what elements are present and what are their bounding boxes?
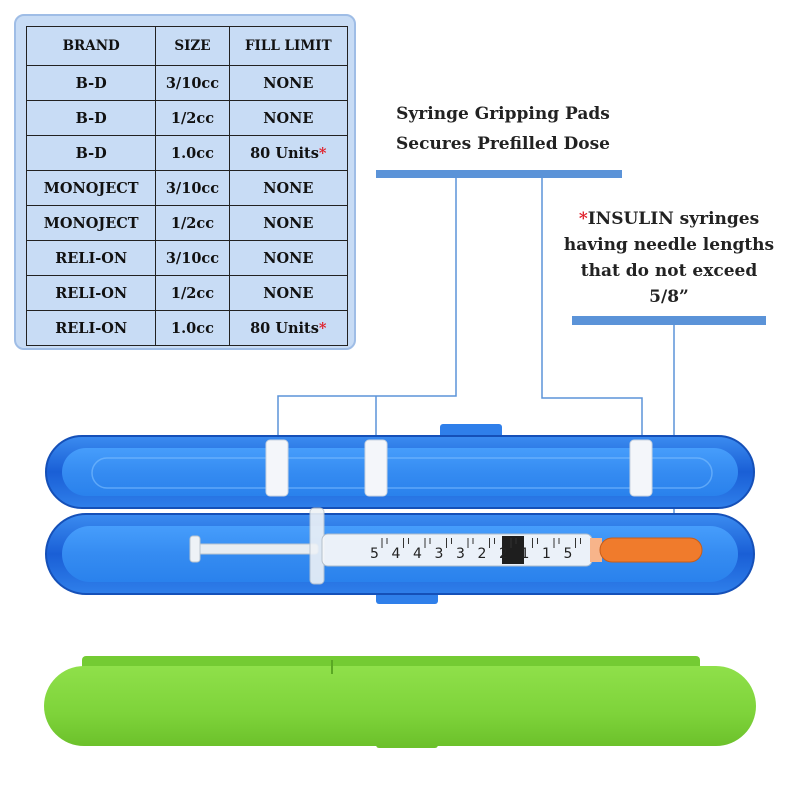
- fill-limit-value: NONE: [263, 179, 314, 197]
- cell-size: 1/2cc: [155, 275, 230, 311]
- syringe-plunger-tip: [502, 536, 524, 564]
- grip-pad-3: [629, 439, 653, 497]
- syringe-scale-number: 1: [542, 546, 551, 562]
- gripping-pads-label: Syringe Gripping Pads: [396, 104, 610, 124]
- insulin-note-text: INSULIN syringes having needle lengths t…: [563, 209, 775, 307]
- cell-fill-limit: NONE: [228, 170, 349, 206]
- fill-limit-star: *: [318, 319, 327, 337]
- header-fill-limit: FILL LIMIT: [228, 26, 349, 66]
- cell-size: 1.0cc: [155, 310, 230, 346]
- cell-size: 1/2cc: [155, 205, 230, 241]
- leader-line-right: [541, 178, 643, 440]
- grip-pad-2: [364, 439, 388, 497]
- syringe-scale-number: 2: [478, 546, 487, 562]
- fill-limit-value: NONE: [263, 214, 314, 232]
- fill-limit-value: NONE: [263, 109, 314, 127]
- syringe-scale-number: 4: [392, 546, 401, 562]
- syringe-scale-number: 5: [564, 546, 573, 562]
- syringe-scale-number: 2: [499, 546, 508, 562]
- syringe-scale-number: 3: [435, 546, 444, 562]
- prefilled-dose-label: Secures Prefilled Dose: [396, 134, 610, 154]
- fill-limit-value: NONE: [263, 284, 314, 302]
- needle-hub: [590, 538, 602, 562]
- cell-brand: RELI-ON: [25, 310, 157, 346]
- fill-limit-star: *: [318, 144, 327, 162]
- cell-fill-limit: NONE: [228, 65, 349, 101]
- syringe-scale-number: 4: [413, 546, 422, 562]
- syringe-scale-number: 1: [521, 546, 530, 562]
- gripping-pads-callout-bar: [376, 170, 622, 178]
- cell-brand: MONOJECT: [25, 205, 157, 241]
- insulin-callout-bar: [572, 316, 766, 325]
- fill-limit-value: 80 Units: [250, 319, 319, 337]
- fill-limit-value: NONE: [263, 74, 314, 92]
- fill-limit-value: NONE: [263, 249, 314, 267]
- leader-line-left: [277, 178, 457, 440]
- fill-limit-value: 80 Units: [250, 144, 319, 162]
- insulin-note-star: *: [578, 209, 588, 229]
- grip-pad-1: [265, 439, 289, 497]
- blue-case-lid: [45, 424, 755, 509]
- cell-fill-limit: NONE: [228, 100, 349, 136]
- green-case: [44, 656, 756, 748]
- cell-brand: MONOJECT: [25, 170, 157, 206]
- cell-fill-limit: NONE: [228, 205, 349, 241]
- syringe-scale-number: 3: [456, 546, 465, 562]
- cell-fill-limit: NONE: [228, 240, 349, 276]
- insulin-note: *INSULIN syringes having needle lengths …: [560, 206, 778, 310]
- syringe-plunger-rod: [197, 543, 319, 555]
- syringe-plunger-thumb: [189, 535, 201, 563]
- syringe-scale-number: 5: [370, 546, 379, 562]
- cell-fill-limit: 80 Units*: [228, 310, 349, 346]
- cell-size: 1.0cc: [155, 135, 230, 171]
- needle-cap: [599, 537, 703, 563]
